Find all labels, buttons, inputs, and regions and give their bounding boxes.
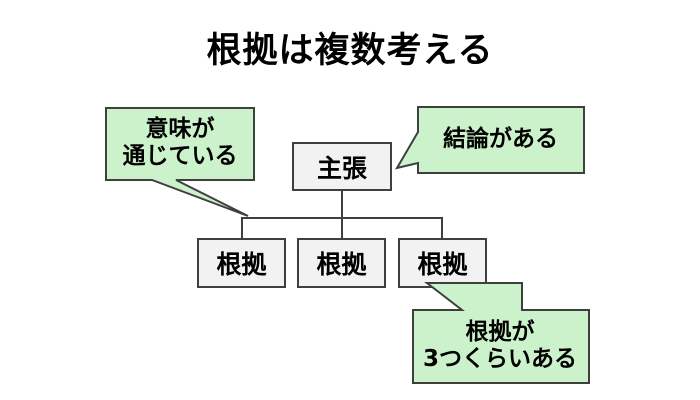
callout-bottom-shape bbox=[412, 282, 590, 384]
connector-claim-vertical bbox=[341, 191, 343, 218]
page-title: 根拠は複数考える bbox=[206, 31, 494, 71]
node-evidence-2-label: 根拠 bbox=[316, 250, 367, 279]
node-claim[interactable]: 主張 bbox=[292, 142, 392, 191]
node-evidence-1-label: 根拠 bbox=[216, 250, 267, 279]
node-evidence-3-label: 根拠 bbox=[417, 250, 468, 279]
connector-evidence-3-vertical bbox=[441, 217, 443, 238]
connector-evidence-2-vertical bbox=[341, 217, 343, 238]
connector-evidence-1-vertical bbox=[241, 217, 243, 238]
node-evidence-1[interactable]: 根拠 bbox=[197, 238, 286, 288]
node-evidence-3[interactable]: 根拠 bbox=[398, 238, 487, 288]
callout-left-shape bbox=[105, 107, 255, 217]
node-evidence-2[interactable]: 根拠 bbox=[297, 238, 386, 288]
node-claim-label: 主張 bbox=[316, 153, 367, 183]
callout-right-shape bbox=[394, 106, 585, 174]
